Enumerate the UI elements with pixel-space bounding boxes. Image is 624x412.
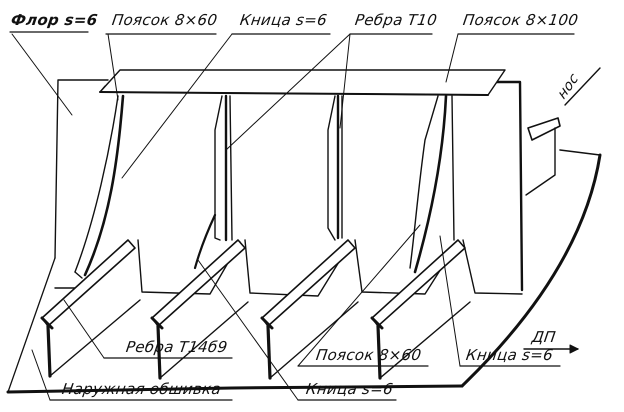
label-face-bar-8x100: Поясок 8×100 (461, 11, 580, 29)
label-centerline: ДП (530, 328, 557, 346)
label-stiffeners-t14b9: Ребра Т14б9 (124, 338, 229, 356)
outer-shell-plating (6, 149, 602, 394)
label-bracket-bottom-right: Кница s=6 (464, 346, 555, 364)
label-stiffeners-t10: Ребра Т10 (353, 11, 439, 29)
leader-lines (9, 31, 601, 401)
vertical-stiffeners (74, 94, 455, 279)
label-face-bar-8x60-top: Поясок 8×60 (110, 11, 219, 29)
label-bracket-top: Кница s=6 (238, 11, 329, 29)
label-floor: Флор s=6 (9, 11, 99, 29)
label-bracket-bottom-middle: Кница s=6 (304, 380, 395, 398)
face-bar-top (99, 69, 506, 96)
label-face-bar-8x60-bottom: Поясок 8×60 (314, 346, 423, 364)
longitudinal-t-stiffeners (40, 117, 561, 380)
label-outer-shell: Наружная обшивка (60, 380, 223, 398)
